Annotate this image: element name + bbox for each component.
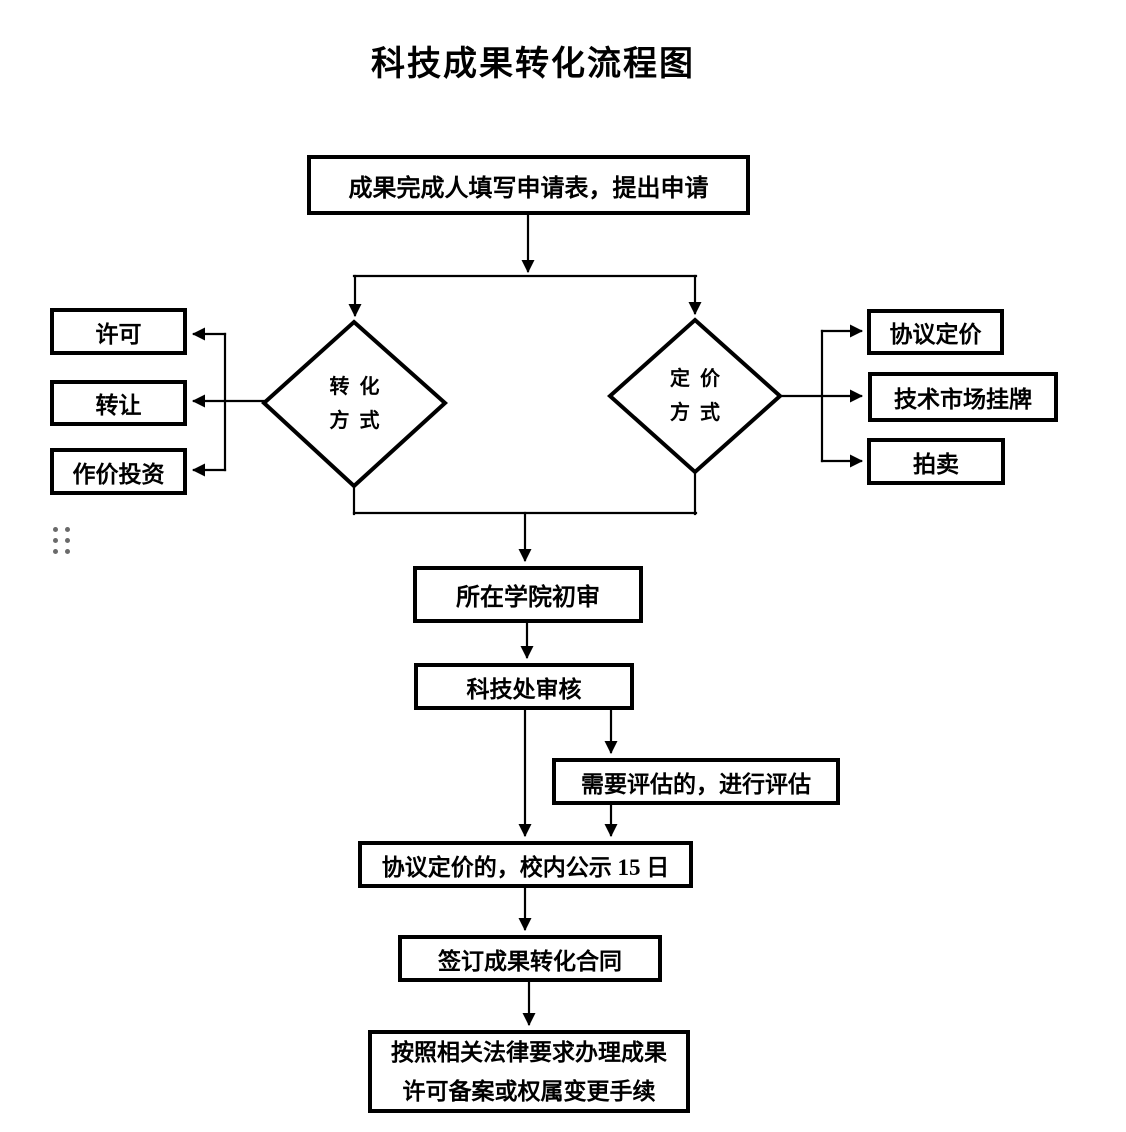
decision-pricing-line2: 方 式 [670,402,720,424]
node-tech-market-listing: 技术市场挂牌 [868,372,1058,422]
node-scitech-review: 科技处审核 [414,663,634,710]
decision-transform-method-label: 转 化 方 式 [264,322,445,486]
connector-lines [192,213,863,1026]
node-college-review: 所在学院初审 [413,566,643,623]
node-auction: 拍卖 [867,438,1005,485]
handle-dot [53,527,58,532]
handle-dot [65,527,70,532]
decision-transform-line1: 转 化 [329,376,380,398]
node-evaluation: 需要评估的，进行评估 [552,758,840,805]
node-agreement-pricing: 协议定价 [867,309,1004,355]
page-title: 科技成果转化流程图 [371,45,695,83]
handle-dot [65,538,70,543]
node-transfer: 转让 [50,380,187,426]
node-investment: 作价投资 [50,448,187,495]
legal-procedures-line2: 许可备案或权属变更手续 [402,1078,656,1104]
decision-pricing-method-label: 定 价 方 式 [610,320,780,472]
node-start: 成果完成人填写申请表，提出申请 [307,155,750,215]
decision-transform-line2: 方 式 [329,410,380,432]
node-contract: 签订成果转化合同 [398,935,662,982]
drag-handle-icon[interactable] [53,527,70,554]
node-publicity: 协议定价的，校内公示 15 日 [358,841,693,888]
legal-procedures-line1: 按照相关法律要求办理成果 [391,1039,667,1065]
node-legal-procedures: 按照相关法律要求办理成果 许可备案或权属变更手续 [368,1030,690,1113]
decision-pricing-line1: 定 价 [670,368,720,390]
node-license: 许可 [50,308,187,355]
handle-dot [53,549,58,554]
handle-dot [53,538,58,543]
handle-dot [65,549,70,554]
